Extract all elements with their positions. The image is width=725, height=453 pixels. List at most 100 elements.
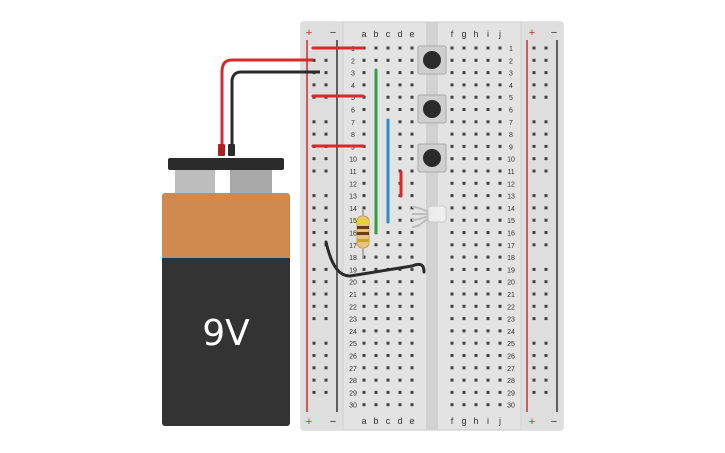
battery-black-lead[interactable] [230,70,320,145]
hole-e30[interactable] [410,403,414,407]
hole-f9[interactable] [450,144,454,148]
hole-d2[interactable] [398,58,402,62]
hole-j1[interactable] [498,46,502,50]
hole-d15[interactable] [398,218,402,222]
hole-a10[interactable] [362,157,366,161]
hole-g30[interactable] [462,403,466,407]
hole-h1[interactable] [474,46,478,50]
hole-f10[interactable] [450,157,454,161]
hole-g28[interactable] [462,378,466,382]
rail-hole-3-23[interactable] [544,317,548,321]
rail-hole-3-10[interactable] [544,157,548,161]
hole-j9[interactable] [498,144,502,148]
rail-hole-2-8[interactable] [532,132,536,136]
rail-hole-2-14[interactable] [532,206,536,210]
hole-i6[interactable] [486,108,490,111]
hole-h12[interactable] [474,181,478,185]
rail-hole-1-13[interactable] [324,194,328,198]
hole-e5[interactable] [410,95,414,99]
hole-d22[interactable] [398,304,402,308]
hole-b30[interactable] [374,403,378,407]
rail-hole-1-16[interactable] [324,231,328,234]
pushbutton-3[interactable] [417,143,447,173]
rail-hole-3-22[interactable] [544,304,548,308]
rail-hole-1-15[interactable] [324,218,328,222]
hole-i10[interactable] [486,157,490,161]
hole-a2[interactable] [362,58,366,62]
hole-e28[interactable] [410,378,414,382]
rail-hole-2-1[interactable] [532,46,536,50]
rail-hole-0-4[interactable] [312,83,316,87]
hole-f24[interactable] [450,329,454,333]
rail-hole-2-10[interactable] [532,157,536,161]
rail-hole-1-21[interactable] [324,292,328,296]
rail-hole-3-27[interactable] [544,366,548,370]
hole-a3[interactable] [362,71,366,75]
hole-a13[interactable] [362,194,366,198]
hole-d7[interactable] [398,120,402,124]
hole-i27[interactable] [486,366,490,370]
hole-j3[interactable] [498,71,502,75]
rail-hole-2-22[interactable] [532,304,536,308]
hole-b1[interactable] [374,46,378,50]
hole-e21[interactable] [410,292,414,296]
rail-hole-1-26[interactable] [324,354,328,357]
hole-g24[interactable] [462,329,466,333]
rail-hole-3-8[interactable] [544,132,548,136]
hole-b22[interactable] [374,304,378,308]
rail-hole-0-14[interactable] [312,206,316,210]
hole-g4[interactable] [462,83,466,87]
hole-f7[interactable] [450,120,454,124]
hole-g22[interactable] [462,304,466,308]
hole-c6[interactable] [386,108,390,111]
rail-hole-1-28[interactable] [324,378,328,382]
hole-j7[interactable] [498,120,502,124]
hole-a24[interactable] [362,329,366,333]
hole-b21[interactable] [374,292,378,296]
hole-e11[interactable] [410,169,414,173]
rail-hole-3-20[interactable] [544,280,548,284]
hole-e2[interactable] [410,58,414,62]
hole-a27[interactable] [362,366,366,370]
hole-b26[interactable] [374,354,378,357]
rail-hole-3-2[interactable] [544,58,548,62]
hole-f27[interactable] [450,366,454,370]
resistor[interactable] [356,210,370,258]
hole-f21[interactable] [450,292,454,296]
hole-d26[interactable] [398,354,402,357]
hole-f4[interactable] [450,83,454,87]
hole-g13[interactable] [462,194,466,198]
hole-d5[interactable] [398,95,402,99]
hole-c26[interactable] [386,354,390,357]
hole-b18[interactable] [374,255,378,259]
hole-b24[interactable] [374,329,378,333]
hole-i25[interactable] [486,341,490,345]
hole-d8[interactable] [398,132,402,136]
hole-h3[interactable] [474,71,478,75]
hole-j11[interactable] [498,169,502,173]
rail-hole-1-19[interactable] [324,267,328,271]
hole-e22[interactable] [410,304,414,308]
hole-d17[interactable] [398,243,402,247]
rail-hole-3-16[interactable] [544,231,548,234]
hole-f11[interactable] [450,169,454,173]
hole-c2[interactable] [386,58,390,62]
hole-i28[interactable] [486,378,490,382]
hole-g20[interactable] [462,280,466,284]
hole-g18[interactable] [462,255,466,259]
hole-i12[interactable] [486,181,490,185]
rail-hole-2-29[interactable] [532,390,536,394]
pushbutton-2[interactable] [417,94,447,124]
rail-hole-2-2[interactable] [532,58,536,62]
hole-e23[interactable] [410,317,414,321]
rail-hole-1-23[interactable] [324,317,328,321]
hole-g3[interactable] [462,71,466,75]
hole-d20[interactable] [398,280,402,284]
hole-f19[interactable] [450,267,454,271]
hole-c17[interactable] [386,243,390,247]
hole-f8[interactable] [450,132,454,136]
hole-d23[interactable] [398,317,402,321]
hole-b29[interactable] [374,390,378,394]
rail-hole-2-7[interactable] [532,120,536,124]
hole-j26[interactable] [498,354,502,357]
